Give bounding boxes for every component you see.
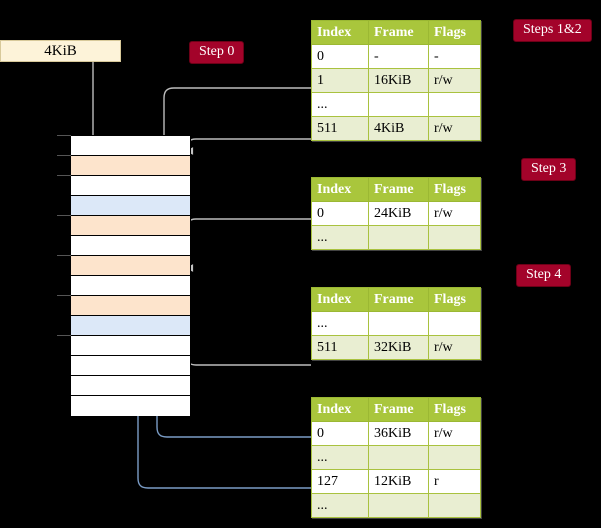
table-row: ... xyxy=(311,493,481,518)
memory-tick xyxy=(57,255,71,256)
table-cell xyxy=(428,225,481,250)
table-cell: r xyxy=(428,469,481,494)
memory-tick xyxy=(57,295,71,296)
step-badge-0-label: Step 0 xyxy=(199,44,235,59)
table-cell: 32KiB xyxy=(368,335,429,360)
column-header-flags: Flags xyxy=(428,177,481,202)
column-header-frame: Frame xyxy=(368,397,429,422)
column-header-frame: Frame xyxy=(368,287,429,312)
table-cell xyxy=(428,445,481,470)
table-cell: 0 xyxy=(311,201,369,226)
memory-frame-row xyxy=(71,256,190,276)
table-cell xyxy=(428,493,481,518)
memory-frame-row xyxy=(71,396,190,416)
column-header-frame: Frame xyxy=(368,177,429,202)
table-cell: 36KiB xyxy=(368,421,429,446)
table-cell: r/w xyxy=(428,421,481,446)
table-cell: r/w xyxy=(428,335,481,360)
step-badge-3-label: Step 3 xyxy=(531,161,567,176)
table-cell: ... xyxy=(311,311,369,336)
table-cell: r/w xyxy=(428,201,481,226)
table-cell xyxy=(428,311,481,336)
table-cell: - xyxy=(428,44,481,69)
memory-frame-row xyxy=(71,156,190,176)
table-cell: 511 xyxy=(311,335,369,360)
step-badge-4: Step 4 xyxy=(516,264,572,288)
column-header-flags: Flags xyxy=(428,20,481,45)
memory-tick xyxy=(57,175,71,176)
table-cell: 1 xyxy=(311,68,369,93)
table-cell: ... xyxy=(311,225,369,250)
table-cell: 24KiB xyxy=(368,201,429,226)
memory-frame-row xyxy=(71,216,190,236)
table-row: ... xyxy=(311,311,481,336)
table-cell xyxy=(368,311,429,336)
step-badge-1-2: Steps 1&2 xyxy=(513,19,592,43)
table-row: ... xyxy=(311,92,481,117)
table-cell xyxy=(368,225,429,250)
memory-frame-row xyxy=(71,276,190,296)
step-badge-0: Step 0 xyxy=(189,41,245,65)
column-header-index: Index xyxy=(311,287,369,312)
column-header-flags: Flags xyxy=(428,397,481,422)
memory-tick xyxy=(57,215,71,216)
memory-frame-row xyxy=(71,316,190,336)
table-cell: 12KiB xyxy=(368,469,429,494)
memory-frame-row xyxy=(71,356,190,376)
memory-tick xyxy=(57,155,71,156)
table-row: ... xyxy=(311,445,481,470)
memory-frame-row xyxy=(71,196,190,216)
column-header-index: Index xyxy=(311,20,369,45)
table-cell: 0 xyxy=(311,44,369,69)
memory-tick xyxy=(57,135,71,136)
step-badge-1-2-label: Steps 1&2 xyxy=(523,22,582,37)
table-cell: r/w xyxy=(428,116,481,141)
column-header-flags: Flags xyxy=(428,287,481,312)
table-cell: ... xyxy=(311,92,369,117)
wire-memory-to-table2-row511 xyxy=(178,306,311,366)
table-cell: 511 xyxy=(311,116,369,141)
step-badge-4-label: Step 4 xyxy=(526,267,562,282)
table-cell: - xyxy=(368,44,429,69)
table-cell xyxy=(368,92,429,117)
column-header-index: Index xyxy=(311,397,369,422)
table-cell xyxy=(368,445,429,470)
table-cell xyxy=(368,493,429,518)
table-cell: 4KiB xyxy=(368,116,429,141)
column-header-frame: Frame xyxy=(368,20,429,45)
table-cell: ... xyxy=(311,445,369,470)
table-row: ... xyxy=(311,225,481,250)
table-cell: 16KiB xyxy=(368,68,429,93)
table-cell xyxy=(428,92,481,117)
page-box-4kib: 4KiB xyxy=(0,40,121,62)
memory-frame-row xyxy=(71,336,190,356)
column-header-index: Index xyxy=(311,177,369,202)
page-box-label: 4KiB xyxy=(44,42,77,59)
memory-frame-row xyxy=(71,236,190,256)
memory-tick xyxy=(57,335,71,336)
step-badge-3: Step 3 xyxy=(521,158,577,182)
table-cell: 0 xyxy=(311,421,369,446)
memory-frame-row xyxy=(71,176,190,196)
physical-memory-column xyxy=(70,135,191,416)
table-cell: ... xyxy=(311,493,369,518)
table-row: 0-- xyxy=(311,44,481,69)
memory-frame-row xyxy=(71,376,190,396)
table-cell: r/w xyxy=(428,68,481,93)
memory-frame-row xyxy=(71,136,190,156)
memory-frame-row xyxy=(71,296,190,316)
table-cell: 127 xyxy=(311,469,369,494)
